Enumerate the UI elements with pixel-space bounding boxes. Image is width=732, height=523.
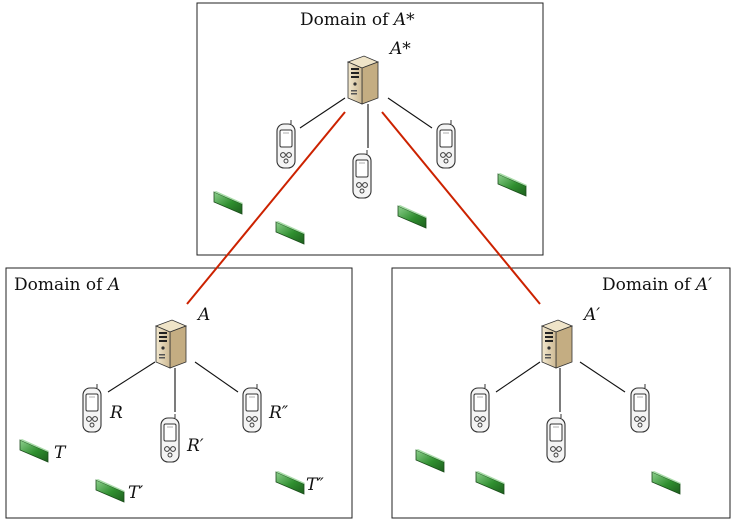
tag-icon-top-3 (397, 204, 428, 229)
server-icon-right (541, 319, 573, 369)
server-label-top: A* (388, 39, 411, 59)
reader-icon-right-1 (470, 383, 490, 433)
tag-icon-right-1 (415, 448, 446, 473)
tag-icon-t2 (275, 470, 306, 495)
link-top-server-reader3 (387, 97, 433, 129)
domain-box-right (391, 267, 731, 519)
tag-label-t1: T′ (128, 483, 143, 503)
tag-label-t: T (54, 443, 67, 463)
tag-icon-t (19, 438, 50, 463)
tag-icon-top-1 (213, 190, 244, 215)
reader-icon-top-2 (352, 149, 372, 199)
link-top-to-left (186, 111, 346, 305)
link-top-server-reader1 (299, 97, 346, 129)
domain-box-left (5, 267, 353, 519)
reader-label-r1: R′ (186, 436, 204, 456)
tag-label-t2: T″ (306, 475, 324, 495)
link-right-server-reader1 (495, 361, 541, 393)
link-right-server-reader3 (579, 361, 626, 393)
domain-box-top (196, 2, 544, 256)
tag-icon-top-2 (275, 220, 306, 245)
link-top-to-right (381, 111, 541, 305)
reader-label-r2: R″ (268, 403, 289, 423)
reader-icon-r2 (242, 383, 262, 433)
reader-icon-r (82, 383, 102, 433)
domain-title-left: Domain of A (14, 275, 120, 295)
reader-icon-right-3 (630, 383, 650, 433)
reader-label-r: R (109, 403, 123, 423)
link-left-server-reader-r2 (194, 361, 239, 393)
tag-icon-right-3 (651, 470, 682, 495)
reader-icon-right-2 (546, 413, 566, 463)
reader-icon-r1 (160, 413, 180, 463)
reader-icon-top-3 (436, 119, 456, 169)
server-icon-left (155, 319, 187, 369)
domain-title-top: Domain of A* (300, 10, 415, 30)
tag-icon-t1 (95, 478, 126, 503)
reader-icon-top-1 (276, 119, 296, 169)
server-label-right: A′ (582, 305, 600, 325)
domain-title-right: Domain of A′ (602, 275, 712, 295)
tag-icon-top-4 (497, 172, 528, 197)
server-icon-top (347, 55, 379, 105)
server-label-left: A (196, 305, 210, 325)
tag-icon-right-2 (475, 470, 506, 495)
link-left-server-reader-r (107, 361, 156, 393)
